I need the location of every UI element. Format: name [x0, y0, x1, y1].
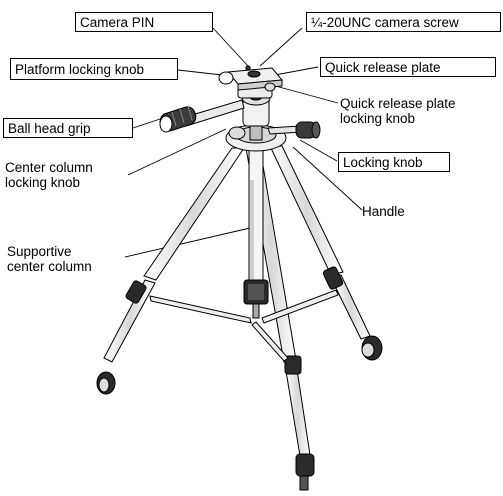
center-column	[243, 139, 269, 319]
ball-head-grip	[159, 99, 245, 133]
leader-camera-pin	[212, 27, 249, 67]
label-handle-text: Handle	[362, 204, 405, 219]
label-supportive-center-column: Supportive center column	[7, 244, 132, 280]
label-qr-plate-locking-knob-line1: Quick release plate	[340, 96, 456, 111]
label-locking-knob: Locking knob	[338, 152, 450, 172]
quick-release-plate	[218, 65, 283, 92]
label-center-column-locking-knob: Center column locking knob	[5, 160, 135, 196]
label-qr-plate-locking-knob-line2: locking knob	[340, 111, 416, 126]
label-qr-plate-locking-knob: Quick release plate locking knob	[340, 96, 500, 132]
right-leg	[269, 145, 383, 361]
label-platform-locking-knob-text: Platform locking knob	[15, 62, 145, 77]
leader-center-column-knob	[127, 128, 227, 176]
label-quick-release-plate-text: Quick release plate	[325, 60, 441, 75]
leader-center-column	[124, 227, 251, 258]
leader-camera-screw	[259, 27, 303, 67]
label-camera-screw-text: ¼-20UNC camera screw	[311, 15, 459, 30]
label-center-column-locking-knob-line2: locking knob	[5, 175, 81, 190]
label-center-column-locking-knob-line1: Center column	[5, 160, 93, 175]
leader-quick-release-plate	[274, 66, 319, 76]
label-locking-knob-text: Locking knob	[343, 155, 423, 170]
label-camera-pin-text: Camera PIN	[80, 15, 155, 30]
leader-lines	[124, 27, 363, 258]
leader-ball-head-grip	[132, 117, 164, 129]
leg-braces	[149, 289, 339, 362]
leader-handle	[292, 146, 363, 211]
label-camera-pin: Camera PIN	[75, 12, 213, 32]
label-handle: Handle	[362, 204, 422, 222]
leader-qr-plate-locking-knob	[267, 83, 339, 104]
side-handle	[267, 121, 321, 139]
label-camera-screw: ¼-20UNC camera screw	[306, 12, 501, 32]
leader-platform-locking-knob	[177, 69, 223, 76]
label-supportive-center-column-line2: center column	[7, 259, 92, 274]
label-supportive-center-column-line1: Supportive	[7, 244, 72, 259]
label-ball-head-grip-text: Ball head grip	[8, 121, 91, 136]
label-quick-release-plate: Quick release plate	[320, 57, 496, 77]
label-ball-head-grip: Ball head grip	[3, 118, 133, 138]
leader-locking-knob	[299, 139, 338, 162]
label-platform-locking-knob: Platform locking knob	[10, 58, 178, 80]
